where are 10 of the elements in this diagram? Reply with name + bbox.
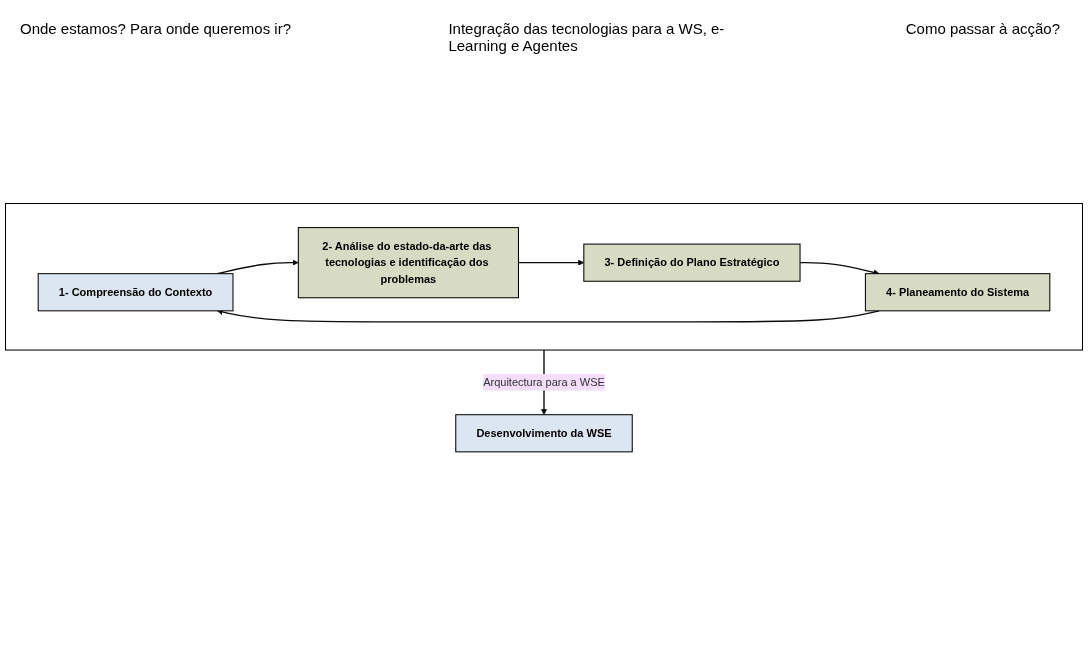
node-box: 2- Análise do estado-da-arte das tecnologias e identificação dos problemas	[297, 226, 519, 299]
node-box: Desenvolvimento da WSE	[455, 414, 633, 453]
node-box: 4- Planeamento do Sistema	[864, 272, 1051, 312]
note-text: Como passar à acção?	[905, 20, 1060, 39]
edge-label: Arquitectura para a WSE	[483, 375, 605, 388]
node-box: 3- Definição do Plano Estratégico	[583, 243, 801, 282]
cluster	[5, 202, 1083, 351]
note-text: Integração das tecnologias para a WS, e-Learning e Agentes	[448, 20, 726, 54]
note-text: Onde estamos? Para onde queremos ir?	[20, 20, 291, 39]
node-box: 1- Compreensão do Contexto	[37, 272, 234, 312]
